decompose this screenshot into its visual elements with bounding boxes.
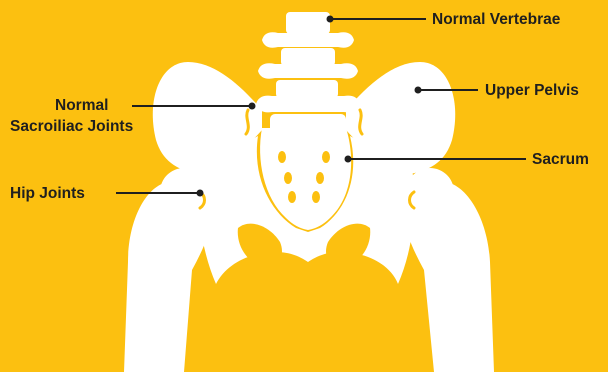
label-sacrum: Sacrum [532, 150, 589, 169]
label-normal-sacroiliac-line1: Normal [55, 96, 108, 115]
vertebra-process-3 [256, 96, 360, 113]
leader-dot [327, 16, 334, 23]
vertebra-process-1 [262, 32, 354, 47]
sacral-foramen [316, 172, 324, 184]
vertebra-3 [276, 80, 338, 98]
sacroiliac-joint-right [360, 110, 362, 134]
label-normal-vertebrae: Normal Vertebrae [432, 10, 560, 29]
sacral-foramen [312, 191, 320, 203]
label-normal-sacroiliac-line2: Sacroiliac Joints [10, 117, 133, 136]
vertebra-1 [286, 12, 330, 34]
leader-dot [197, 190, 204, 197]
sacral-foramen [288, 191, 296, 203]
label-hip-joints: Hip Joints [10, 184, 85, 203]
vertebra-process-2 [258, 63, 358, 78]
vertebra-2 [281, 48, 335, 66]
leader-dot [249, 103, 256, 110]
label-upper-pelvis: Upper Pelvis [485, 81, 579, 100]
leader-dot [345, 156, 352, 163]
sacral-foramen [284, 172, 292, 184]
sacroiliac-joint-left [246, 110, 248, 134]
sacral-foramen [278, 151, 286, 163]
leader-dot [415, 87, 422, 94]
sacral-foramen [322, 151, 330, 163]
